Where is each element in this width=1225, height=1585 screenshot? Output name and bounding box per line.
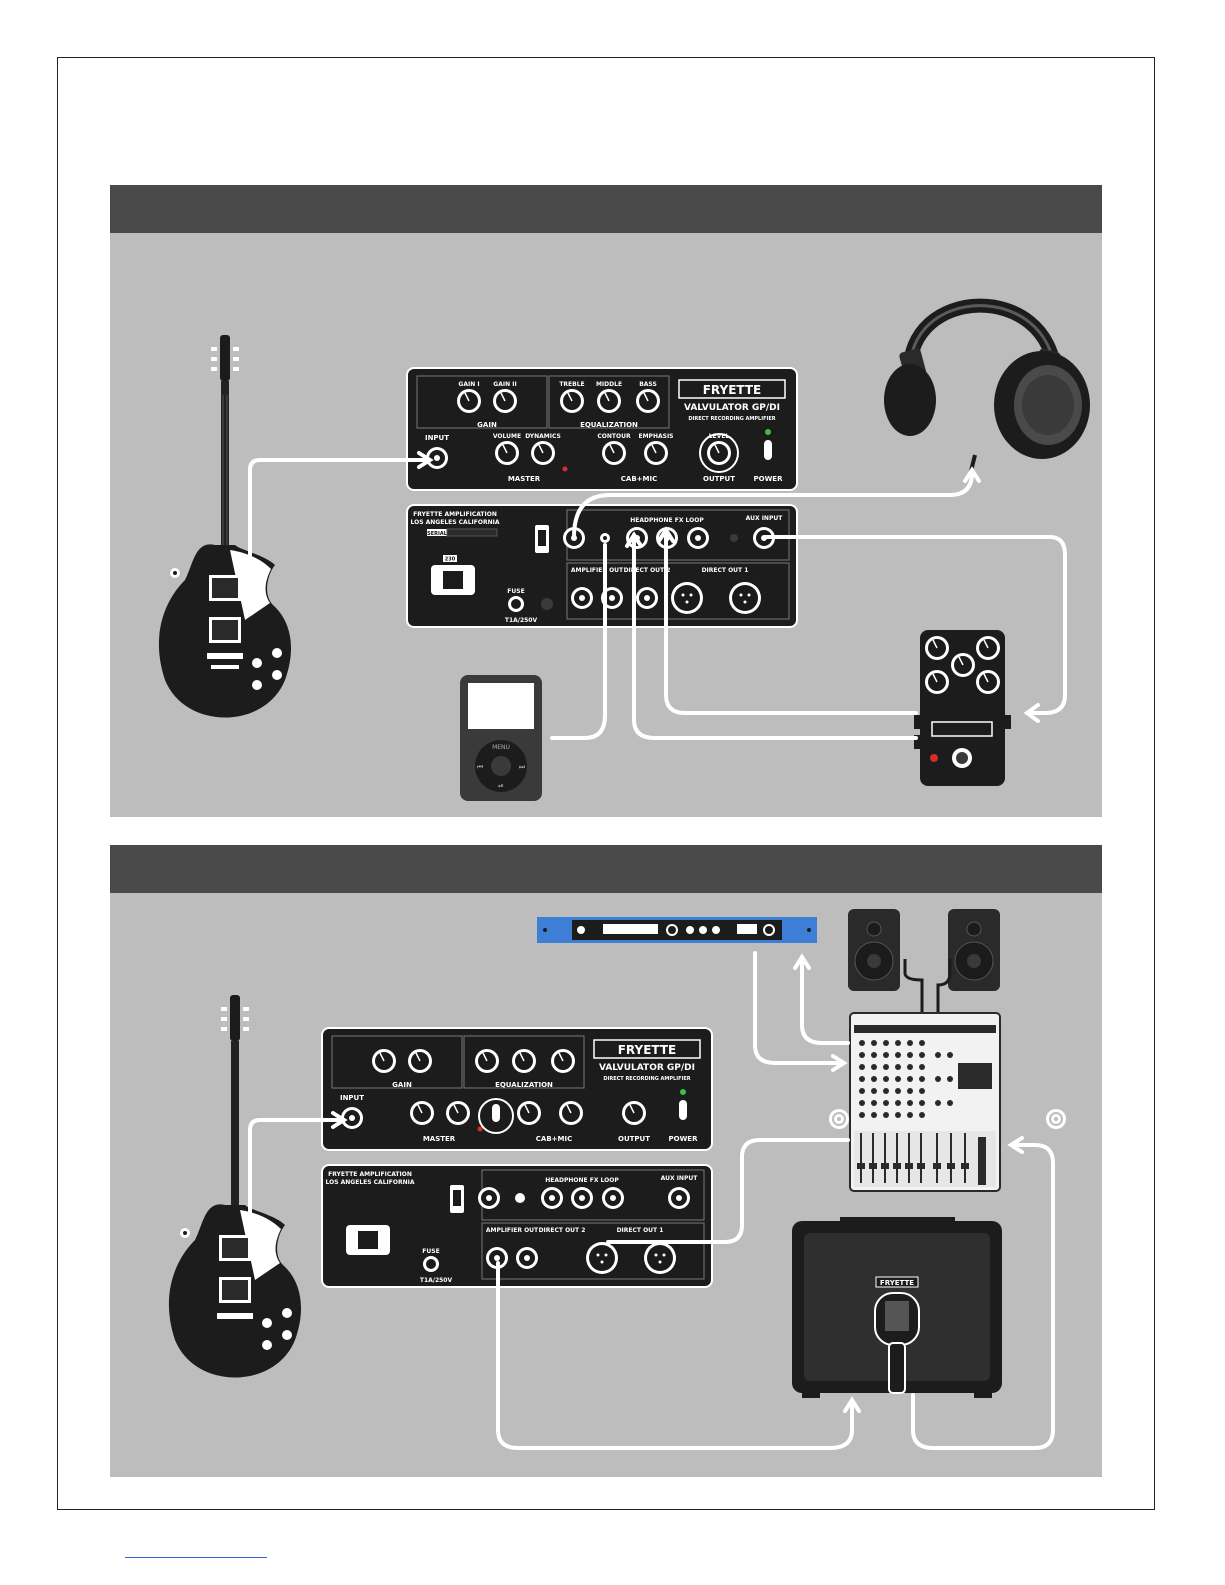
rear-city: LOS ANGELES CALIFORNIA (411, 519, 500, 526)
diagram-panel-headphone-setup: GAIN I GAIN II TREBLE MIDDLE BASS GAIN E… (110, 185, 1102, 817)
cable-guitar-to-input-2 (248, 1118, 344, 1222)
gain-section-label: GAIN (477, 421, 497, 429)
input-label: INPUT (425, 434, 449, 442)
power-section-label-2: POWER (669, 1135, 699, 1143)
diagram-canvas: GAIN I GAIN II TREBLE MIDDLE BASS GAIN E… (158, 298, 1090, 801)
master-section-label-2: MASTER (423, 1135, 456, 1143)
cable-headphones (572, 471, 974, 539)
headphones-icon (884, 298, 1090, 476)
headphone-fx-loop-label-2: HEADPHONE FX LOOP (545, 1177, 619, 1184)
model-name: VALVULATOR GP/DI (684, 403, 780, 413)
level-label: LEVEL (709, 433, 730, 440)
cable-guitar-to-input (248, 458, 430, 557)
model-subtitle-2: DIRECT RECORDING AMPLIFIER (603, 1076, 690, 1082)
model-name-2: VALVULATOR GP/DI (599, 1063, 695, 1073)
cable-send-to-pedal (763, 535, 1067, 715)
direct-out-1-label-2: DIRECT OUT 1 (617, 1227, 664, 1234)
output-section-label-2: OUTPUT (618, 1135, 650, 1143)
serial-label: SERIAL (427, 531, 448, 537)
gain1-label: GAIN I (458, 381, 479, 388)
cable-rack-to-mixer (753, 951, 844, 1065)
cable-pedal-return-2 (632, 533, 918, 740)
direct-out-2-label-2: DIRECT OUT 2 (539, 1227, 586, 1234)
studio-monitor-right-icon (947, 908, 1001, 992)
electric-guitar-icon (158, 334, 292, 718)
amplifier-out-label: AMPLIFIER OUT (571, 567, 624, 574)
rear-maker-2: FRYETTE AMPLIFICATION (328, 1171, 412, 1178)
svg-text:⏭: ⏭ (519, 763, 526, 771)
input-label-2: INPUT (340, 1094, 364, 1102)
cab-brand-logo: FRYETTE (880, 1279, 914, 1287)
model-subtitle: DIRECT RECORDING AMPLIFIER (688, 416, 775, 422)
cable-direct-out-to-mixer (606, 1138, 850, 1244)
rotate-left-icon (829, 1109, 849, 1129)
contour-label: CONTOUR (597, 433, 631, 440)
effects-pedal-icon (914, 630, 1011, 786)
amp-front-panel: GAIN I GAIN II TREBLE MIDDLE BASS GAIN E… (406, 367, 798, 491)
treble-label: TREBLE (559, 381, 584, 388)
aux-input-label: AUX INPUT (746, 515, 784, 522)
direct-out-2-label: DIRECT OUT 2 (624, 567, 671, 574)
level-highlight-ring (699, 433, 739, 473)
power-section-label: POWER (754, 475, 784, 483)
gain2-label: GAIN II (493, 381, 516, 388)
volume-label: VOLUME (493, 433, 521, 440)
mp3-player-icon: MENU ⏮ ⏭ ⏯ (460, 675, 542, 801)
page-frame (57, 57, 1155, 1510)
cable-mixer-to-rack (800, 955, 850, 1045)
cable-speaker-out-to-cab (496, 1261, 854, 1450)
amp-rear-panel: FRYETTE AMPLIFICATION LOS ANGELES CALIFO… (406, 504, 798, 628)
brand-logo-2: FRYETTE (618, 1043, 677, 1057)
cab-mic-switch-highlight (478, 1098, 514, 1134)
studio-monitor-left-icon (847, 908, 901, 992)
cable-player-to-program-input (550, 543, 607, 740)
mixer-console-icon (849, 1012, 1001, 1192)
amp-rear-panel-2: FRYETTE AMPLIFICATION LOS ANGELES CALIFO… (321, 1164, 713, 1288)
rear-city-2: LOS ANGELES CALIFORNIA (326, 1179, 415, 1186)
microphone-icon (874, 1292, 920, 1394)
diagram-panel-mixer-setup: GAIN EQUALIZATION FRYETTE VALVULATOR GP/… (110, 845, 1102, 1477)
brand-logo: FRYETTE (703, 383, 762, 397)
rear-maker: FRYETTE AMPLIFICATION (413, 511, 497, 518)
aux-input-label-2: AUX INPUT (661, 1175, 699, 1182)
cable-pedal-to-return (664, 528, 918, 715)
fuse-rating-2: T1A/250V (420, 1277, 453, 1284)
fuse-label: FUSE (507, 588, 524, 595)
svg-text:⏯: ⏯ (498, 782, 504, 790)
cables-2 (248, 951, 1055, 1450)
voltage-label: 230 (445, 557, 456, 563)
rotate-right-icon (1046, 1109, 1066, 1129)
cab-mic-section-label-2: CAB+MIC (536, 1135, 572, 1143)
middle-label: MIDDLE (596, 381, 622, 388)
direct-out-1-label: DIRECT OUT 1 (702, 567, 749, 574)
panel-header-bar (110, 845, 1102, 893)
equalization-section-label: EQUALIZATION (580, 421, 638, 429)
gain-section-label-2: GAIN (392, 1081, 412, 1089)
output-section-label: OUTPUT (703, 475, 735, 483)
panel-header-bar (110, 185, 1102, 233)
amplifier-out-label-2: AMPLIFIER OUT (486, 1227, 539, 1234)
emphasis-label: EMPHASIS (638, 433, 673, 440)
power-led (765, 429, 771, 435)
bass-label: BASS (639, 381, 657, 388)
cable-mic-to-mixer (911, 1143, 1055, 1450)
fuse-rating: T1A/250V (505, 617, 538, 624)
cab-mic-section-label: CAB+MIC (621, 475, 657, 483)
diagram-canvas-2: GAIN EQUALIZATION FRYETTE VALVULATOR GP/… (168, 908, 1066, 1450)
equalization-section-label-2: EQUALIZATION (495, 1081, 553, 1089)
master-section-label: MASTER (508, 475, 541, 483)
cables (248, 451, 1067, 740)
dynamics-label: DYNAMICS (525, 433, 561, 440)
svg-text:MENU: MENU (492, 744, 510, 751)
rack-processor-icon (537, 917, 817, 943)
electric-guitar-icon-2 (168, 995, 302, 1378)
amp-front-panel-2: GAIN EQUALIZATION FRYETTE VALVULATOR GP/… (321, 1027, 713, 1151)
page-link-underline (125, 1557, 267, 1558)
svg-text:⏮: ⏮ (477, 763, 483, 771)
headphone-fx-loop-label: HEADPHONE FX LOOP (630, 517, 704, 524)
fuse-label-2: FUSE (422, 1248, 439, 1255)
